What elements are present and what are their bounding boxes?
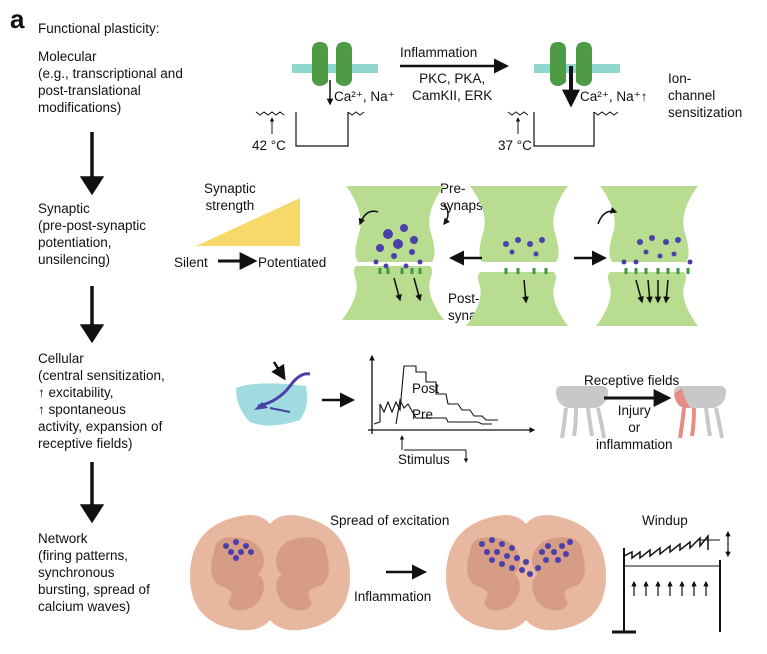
panel-label: a: [10, 4, 25, 34]
synapse-left: [342, 186, 451, 320]
receptive-field-before: [556, 386, 608, 439]
mol-temp-right: 37 °C: [498, 138, 532, 153]
spinal-cord-right: [446, 515, 606, 631]
windup-plot: [612, 530, 731, 634]
firing-trace-plot: [368, 354, 536, 463]
receptive-field-after: [674, 386, 726, 439]
figure-title: Functional plasticity:: [38, 21, 160, 36]
mol-inflammation-label: Inflammation: [400, 45, 478, 60]
synaptic-strength-wedge: [196, 198, 300, 270]
ion-channel-right: [507, 42, 620, 147]
cell-injury-label: Injury or inflammation: [596, 403, 673, 452]
syn-silent-label: Silent: [174, 255, 208, 270]
level-network: Network (firing patterns, synchronous bu…: [38, 531, 150, 614]
mol-ions-right: Ca²⁺, Na⁺↑: [580, 89, 648, 104]
synapse-middle: [466, 186, 568, 326]
mol-kinases-label: PKC, PKA, CamKII, ERK: [412, 71, 493, 103]
cell-post-label: Post: [412, 381, 440, 396]
net-windup-label: Windup: [642, 513, 688, 528]
syn-potentiated-label: Potentiated: [258, 255, 327, 270]
mol-ions-left: Ca²⁺, Na⁺: [334, 89, 395, 104]
neuron-tissue-icon: [236, 361, 311, 426]
mol-temp-left: 42 °C: [252, 138, 286, 153]
cell-receptive-fields-label: Receptive fields: [584, 373, 680, 388]
cell-stimulus-label: Stimulus: [398, 452, 450, 467]
level-arrows: [79, 132, 105, 524]
mol-sensitization-label: Ion- channel sensitization: [668, 71, 743, 120]
net-spread-label: Spread of excitation: [330, 513, 450, 528]
level-synaptic: Synaptic (pre-post-synaptic potentiation…: [38, 201, 147, 267]
ion-channel-left: [255, 42, 378, 147]
syn-presynapse-label: Pre- synapse: [440, 181, 491, 213]
spinal-cord-left: [190, 515, 350, 631]
level-molecular: Molecular (e.g., transcriptional and pos…: [38, 49, 183, 115]
level-cellular: Cellular (central sensitization, ↑ excit…: [38, 351, 165, 451]
synapse-right: [596, 186, 698, 326]
net-inflammation-label: Inflammation: [354, 589, 432, 604]
syn-strength-label: Synaptic strength: [204, 181, 256, 213]
